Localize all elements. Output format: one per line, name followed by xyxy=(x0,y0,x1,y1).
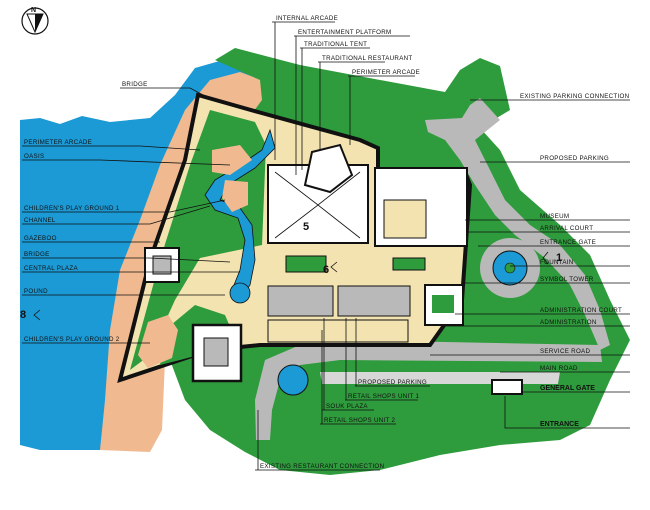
compass-letter: N xyxy=(31,7,36,14)
label-administration: ADMINISTRATION xyxy=(540,319,597,326)
general-gate xyxy=(491,379,523,395)
symbol-tower xyxy=(191,323,243,383)
section-mark-6: 6 xyxy=(323,264,329,276)
fountain-south xyxy=(277,364,309,396)
label-fountain: FOUNTAIN xyxy=(540,259,574,266)
label-childrens-play-ground-1: CHILDREN'S PLAY GROUND 1 xyxy=(24,205,120,212)
label-childrens-play-ground-2: CHILDREN'S PLAY GROUND 2 xyxy=(24,336,120,343)
label-existing-parking-connection: EXISTING PARKING CONNECTION xyxy=(520,93,629,100)
museum xyxy=(374,167,468,247)
label-oasis: OASIS xyxy=(24,153,44,160)
label-entrance-gate: ENTRANCE GATE xyxy=(540,239,596,246)
administration xyxy=(424,284,464,326)
label-museum: MUSEUM xyxy=(540,213,569,220)
label-general-gate: GENERAL GATE xyxy=(540,385,595,392)
label-central-plaza: CENTRAL PLAZA xyxy=(24,265,78,272)
section-mark-1: 1 xyxy=(556,252,562,264)
gazeboo xyxy=(144,247,180,283)
section-mark-8: 8 xyxy=(20,309,26,321)
label-administration-court: ADMINISTRATION COURT xyxy=(540,307,622,314)
label-internal-arcade: INTERNAL ARCADE xyxy=(276,15,338,22)
traditional-restaurant xyxy=(303,143,354,194)
label-proposed-parking-bottom: PROPOSED PARKING xyxy=(358,379,427,386)
label-entrance: ENTRANCE xyxy=(540,421,579,428)
label-proposed-parking-top: PROPOSED PARKING xyxy=(540,155,609,162)
label-retail-shops-unit-2: RETAIL SHOPS UNIT 2 xyxy=(324,417,396,424)
label-entertainment-platform: ENTERTAINMENT PLATFORM xyxy=(298,29,391,36)
label-bridge-mid: BRIDGE xyxy=(24,251,50,258)
leader-lines xyxy=(22,21,630,471)
label-souk-plaza: SOUK PLAZA xyxy=(326,403,368,410)
label-traditional-tent: TRADITIONAL TENT xyxy=(304,41,367,48)
label-pound: POUND xyxy=(24,288,48,295)
label-bridge-top: BRIDGE xyxy=(122,81,148,88)
north-compass: N xyxy=(21,7,49,35)
label-traditional-restaurant: TRADITIONAL RESTAURANT xyxy=(322,55,412,62)
section-marks: 5 6 1 8 xyxy=(20,221,562,321)
label-main-road: MAIN ROAD xyxy=(540,365,578,372)
label-symbol-tower: SYMBOL TOWER xyxy=(540,276,594,283)
label-retail-shops-unit-1: RETAIL SHOPS UNIT 1 xyxy=(348,393,420,400)
label-gazeboo: GAZEBOO xyxy=(24,235,57,242)
label-arrival-court: ARRIVAL COURT xyxy=(540,225,593,232)
label-perimeter-arcade-top: PERIMETER ARCADE xyxy=(352,69,420,76)
label-perimeter-arcade-left: PERIMETER ARCADE xyxy=(24,139,92,146)
retail-shops xyxy=(267,255,426,343)
section-mark-5: 5 xyxy=(303,221,309,233)
label-channel: CHANNEL xyxy=(24,217,56,224)
plan-labels: INTERNAL ARCADE ENTERTAINMENT PLATFORM T… xyxy=(24,15,629,470)
play-grounds xyxy=(138,145,252,368)
label-service-road: SERVICE ROAD xyxy=(540,348,590,355)
label-existing-restaurant-connection: EXISTING RESTAURANT CONNECTION xyxy=(260,463,384,470)
fountain-east xyxy=(492,250,528,286)
